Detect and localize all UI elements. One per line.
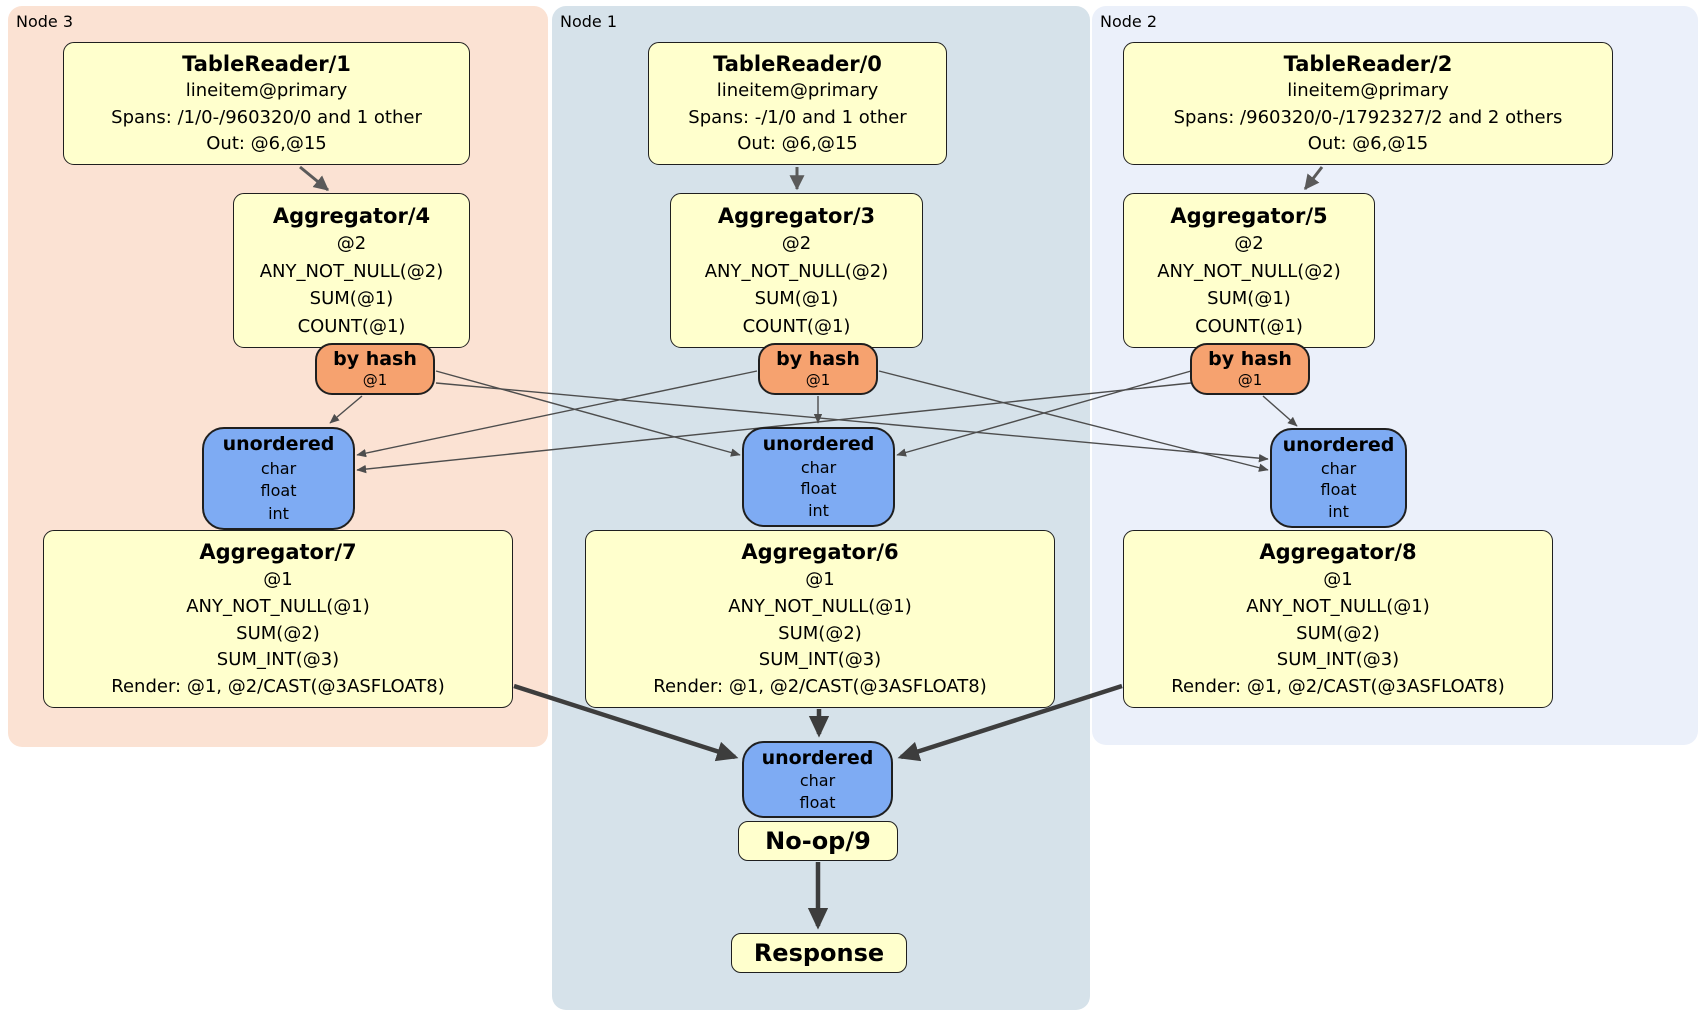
response-box: Response bbox=[731, 933, 907, 973]
aggregator-7-agg2: SUM(@2) bbox=[236, 622, 320, 644]
tablereader-1-title: TableReader/1 bbox=[182, 51, 351, 76]
aggregator-8-render: Render: @1, @2/CAST(@3ASFLOAT8) bbox=[1171, 676, 1505, 698]
node2-unordered-sync-title: unordered bbox=[1282, 433, 1395, 456]
node1-unordered-sync: unordered char float int bbox=[742, 427, 895, 527]
aggregator-7-group: @1 bbox=[263, 568, 293, 590]
aggregator-5-title: Aggregator/5 bbox=[1170, 203, 1328, 228]
tablereader-0-out: Out: @6,@15 bbox=[737, 133, 858, 155]
aggregator-7-agg3: SUM_INT(@3) bbox=[216, 649, 340, 671]
aggregator-3-title: Aggregator/3 bbox=[717, 203, 876, 228]
aggregator-7-agg1: ANY_NOT_NULL(@1) bbox=[186, 595, 370, 617]
tablereader-2-spans: Spans: /960320/0-/1792327/2 and 2 others bbox=[1173, 106, 1563, 128]
node3-label: Node 3 bbox=[16, 12, 74, 31]
final-sync-type-float: float bbox=[799, 792, 836, 812]
node3-unordered-sync: unordered char float int bbox=[202, 427, 355, 530]
aggregator-6-agg1: ANY_NOT_NULL(@1) bbox=[728, 595, 912, 617]
tablereader-1-box: TableReader/1 lineitem@primary Spans: /1… bbox=[63, 42, 470, 165]
tablereader-0-spans: Spans: -/1/0 and 1 other bbox=[688, 106, 907, 128]
node2-unordered-sync: unordered char float int bbox=[1270, 428, 1407, 528]
aggregator-8-group: @1 bbox=[1323, 568, 1353, 590]
tablereader-0-index: lineitem@primary bbox=[716, 80, 879, 102]
aggregator-6-agg2: SUM(@2) bbox=[778, 622, 862, 644]
aggregator-5-agg3: COUNT(@1) bbox=[1195, 315, 1303, 337]
node1-sync-type-char: char bbox=[800, 457, 837, 477]
aggregator-8-agg2: SUM(@2) bbox=[1296, 622, 1380, 644]
aggregator-8-box: Aggregator/8 @1 ANY_NOT_NULL(@1) SUM(@2)… bbox=[1123, 530, 1553, 708]
response-title: Response bbox=[753, 939, 885, 967]
node2-sync-type-char: char bbox=[1320, 458, 1357, 478]
node3-hash-router: by hash @1 bbox=[315, 343, 435, 395]
node1-label: Node 1 bbox=[560, 12, 618, 31]
aggregator-4-agg3: COUNT(@1) bbox=[297, 315, 406, 337]
node1-sync-type-int: int bbox=[808, 501, 829, 521]
aggregator-6-box: Aggregator/6 @1 ANY_NOT_NULL(@1) SUM(@2)… bbox=[585, 530, 1055, 708]
node3-hash-router-detail: @1 bbox=[362, 371, 388, 390]
tablereader-1-out: Out: @6,@15 bbox=[206, 133, 327, 155]
node2-hash-router-detail: @1 bbox=[1237, 371, 1263, 390]
aggregator-4-agg2: SUM(@1) bbox=[309, 288, 394, 310]
final-unordered-sync-title: unordered bbox=[761, 746, 874, 769]
aggregator-4-group: @2 bbox=[336, 233, 367, 255]
tablereader-2-box: TableReader/2 lineitem@primary Spans: /9… bbox=[1123, 42, 1613, 165]
aggregator-6-render: Render: @1, @2/CAST(@3ASFLOAT8) bbox=[653, 676, 987, 698]
tablereader-0-title: TableReader/0 bbox=[713, 51, 882, 76]
node3-sync-type-float: float bbox=[260, 481, 297, 501]
aggregator-8-title: Aggregator/8 bbox=[1259, 539, 1417, 564]
aggregator-5-box: Aggregator/5 @2 ANY_NOT_NULL(@2) SUM(@1)… bbox=[1123, 193, 1375, 348]
node1-hash-router-detail: @1 bbox=[805, 371, 831, 390]
final-unordered-sync: unordered char float bbox=[742, 741, 893, 818]
aggregator-3-box: Aggregator/3 @2 ANY_NOT_NULL(@2) SUM(@1)… bbox=[670, 193, 923, 348]
aggregator-3-agg2: SUM(@1) bbox=[754, 288, 839, 310]
noop-box: No-op/9 bbox=[738, 821, 898, 861]
tablereader-2-title: TableReader/2 bbox=[1283, 51, 1453, 76]
aggregator-6-agg3: SUM_INT(@3) bbox=[758, 649, 882, 671]
node3-sync-type-char: char bbox=[260, 458, 297, 478]
aggregator-6-group: @1 bbox=[805, 568, 835, 590]
node2-label: Node 2 bbox=[1100, 12, 1158, 31]
aggregator-5-group: @2 bbox=[1234, 233, 1264, 255]
tablereader-1-spans: Spans: /1/0-/960320/0 and 1 other bbox=[111, 106, 422, 128]
aggregator-3-agg1: ANY_NOT_NULL(@2) bbox=[704, 260, 889, 282]
aggregator-3-agg3: COUNT(@1) bbox=[742, 315, 851, 337]
aggregator-8-agg3: SUM_INT(@3) bbox=[1276, 649, 1400, 671]
node3-unordered-sync-title: unordered bbox=[222, 433, 335, 456]
aggregator-6-title: Aggregator/6 bbox=[741, 539, 899, 564]
node1-sync-type-float: float bbox=[800, 479, 837, 499]
aggregator-5-agg1: ANY_NOT_NULL(@2) bbox=[1157, 260, 1341, 282]
node3-sync-type-int: int bbox=[268, 503, 289, 523]
aggregator-5-agg2: SUM(@1) bbox=[1207, 288, 1291, 310]
node2-sync-type-int: int bbox=[1328, 502, 1349, 522]
aggregator-8-agg1: ANY_NOT_NULL(@1) bbox=[1246, 595, 1430, 617]
node2-sync-type-float: float bbox=[1320, 480, 1357, 500]
aggregator-7-render: Render: @1, @2/CAST(@3ASFLOAT8) bbox=[111, 676, 445, 698]
tablereader-2-index: lineitem@primary bbox=[1287, 80, 1449, 102]
tablereader-0-box: TableReader/0 lineitem@primary Spans: -/… bbox=[648, 42, 947, 165]
tablereader-1-index: lineitem@primary bbox=[185, 80, 348, 102]
node1-hash-router: by hash @1 bbox=[758, 343, 878, 395]
node3-hash-router-title: by hash bbox=[333, 347, 417, 370]
aggregator-7-title: Aggregator/7 bbox=[199, 539, 357, 564]
aggregator-4-agg1: ANY_NOT_NULL(@2) bbox=[259, 260, 444, 282]
node2-hash-router-title: by hash bbox=[1208, 347, 1292, 370]
node2-hash-router: by hash @1 bbox=[1190, 343, 1310, 395]
tablereader-2-out: Out: @6,@15 bbox=[1307, 133, 1429, 155]
aggregator-3-group: @2 bbox=[781, 233, 812, 255]
final-sync-type-char: char bbox=[799, 771, 836, 790]
noop-title: No-op/9 bbox=[765, 827, 871, 855]
aggregator-4-title: Aggregator/4 bbox=[272, 203, 431, 228]
aggregator-4-box: Aggregator/4 @2 ANY_NOT_NULL(@2) SUM(@1)… bbox=[233, 193, 470, 348]
aggregator-7-box: Aggregator/7 @1 ANY_NOT_NULL(@1) SUM(@2)… bbox=[43, 530, 513, 708]
node1-unordered-sync-title: unordered bbox=[762, 432, 875, 455]
node1-hash-router-title: by hash bbox=[776, 347, 860, 370]
